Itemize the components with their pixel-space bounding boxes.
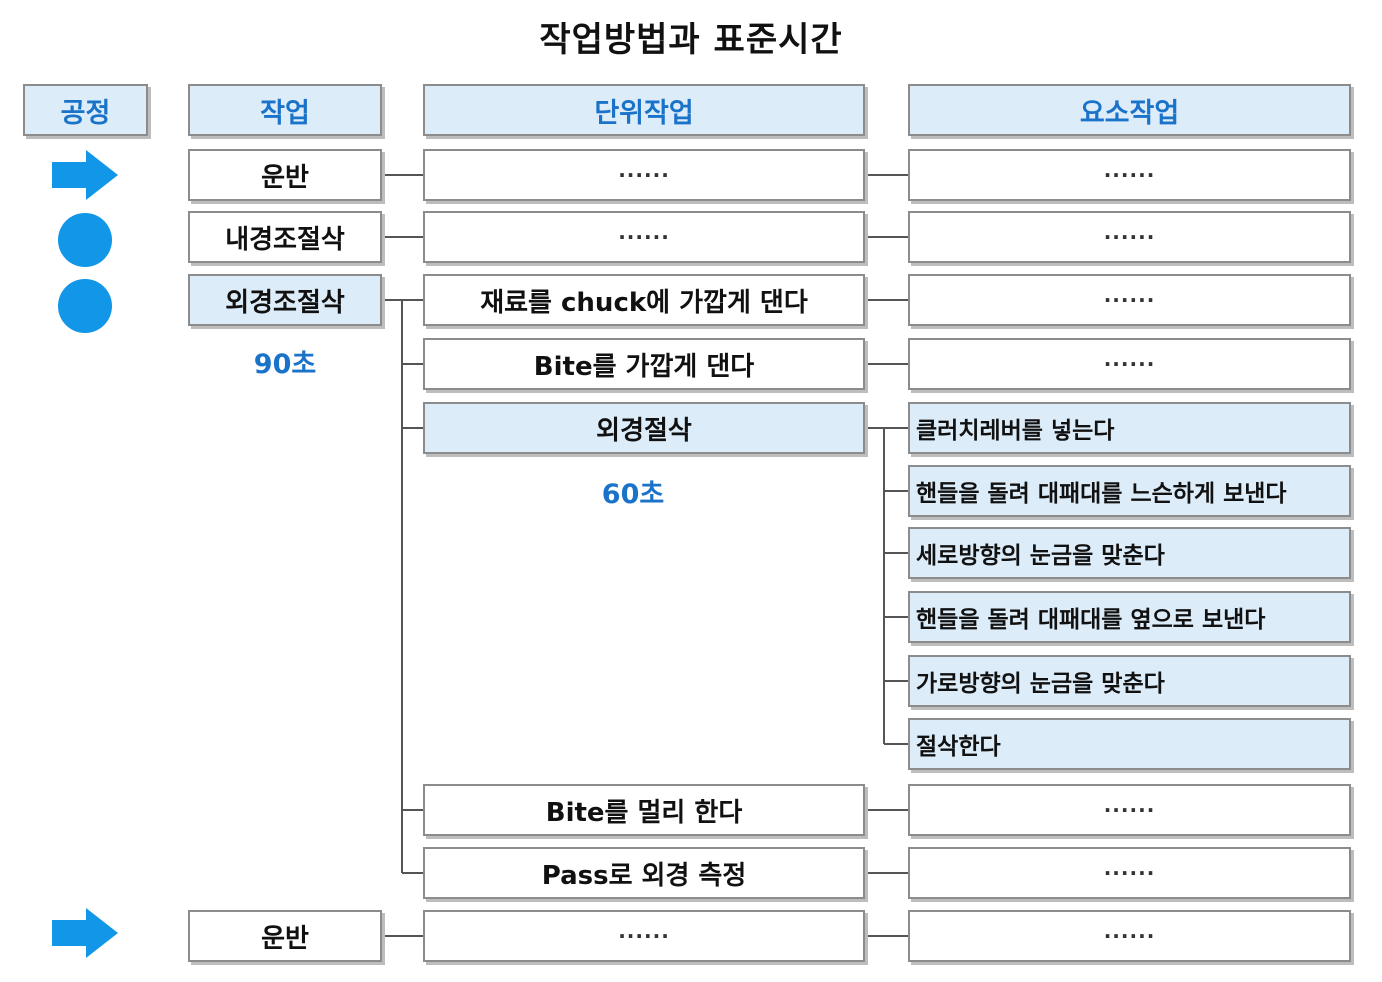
element-task-placeholder-3: ······ bbox=[908, 274, 1351, 326]
element-task-placeholder-2: ······ bbox=[908, 211, 1351, 263]
unit-task-time: 60초 bbox=[601, 479, 665, 510]
task-outer-cutting: 외경조절삭 bbox=[188, 274, 382, 326]
task-transport-1: 운반 bbox=[188, 149, 382, 201]
arrow-right-icon bbox=[52, 150, 118, 200]
element-task-placeholder-7: ······ bbox=[908, 910, 1351, 962]
unit-task-placeholder-2: ······ bbox=[423, 211, 865, 263]
element-task-placeholder-6: ······ bbox=[908, 847, 1351, 899]
element-task-placeholder-1: ······ bbox=[908, 149, 1351, 201]
header-process: 공정 bbox=[23, 84, 148, 136]
header-unit-task: 단위작업 bbox=[423, 84, 865, 136]
header-task: 작업 bbox=[188, 84, 382, 136]
task-time: 90초 bbox=[253, 349, 317, 380]
element-task-feed-side: 핸들을 돌려 대패대를 옆으로 보낸다 bbox=[908, 591, 1351, 643]
circle-icon bbox=[58, 213, 112, 267]
element-task-placeholder-4: ······ bbox=[908, 338, 1351, 390]
element-task-cut: 절삭한다 bbox=[908, 718, 1351, 770]
unit-task-chuck: 재료를 chuck에 가깝게 댄다 bbox=[423, 274, 865, 326]
task-inner-cutting: 내경조절삭 bbox=[188, 211, 382, 263]
element-task-vertical-scale: 세로방향의 눈금을 맞춘다 bbox=[908, 527, 1351, 579]
element-task-horizontal-scale: 가로방향의 눈금을 맞춘다 bbox=[908, 655, 1351, 707]
element-task-clutch: 클러치레버를 넣는다 bbox=[908, 402, 1351, 454]
element-task-feed-loose: 핸들을 돌려 대패대를 느슨하게 보낸다 bbox=[908, 465, 1351, 517]
header-element-task: 요소작업 bbox=[908, 84, 1351, 136]
unit-task-bite-far: Bite를 멀리 한다 bbox=[423, 784, 865, 836]
unit-task-pass-measure: Pass로 외경 측정 bbox=[423, 847, 865, 899]
unit-task-outer-cut: 외경절삭 bbox=[423, 402, 865, 454]
page-title: 작업방법과 표준시간 bbox=[539, 20, 843, 60]
task-transport-2: 운반 bbox=[188, 910, 382, 962]
unit-task-bite-near: Bite를 가깝게 댄다 bbox=[423, 338, 865, 390]
arrow-right-icon bbox=[52, 908, 118, 958]
unit-task-placeholder-1: ······ bbox=[423, 149, 865, 201]
circle-icon bbox=[58, 279, 112, 333]
element-task-placeholder-5: ······ bbox=[908, 784, 1351, 836]
unit-task-placeholder-3: ······ bbox=[423, 910, 865, 962]
